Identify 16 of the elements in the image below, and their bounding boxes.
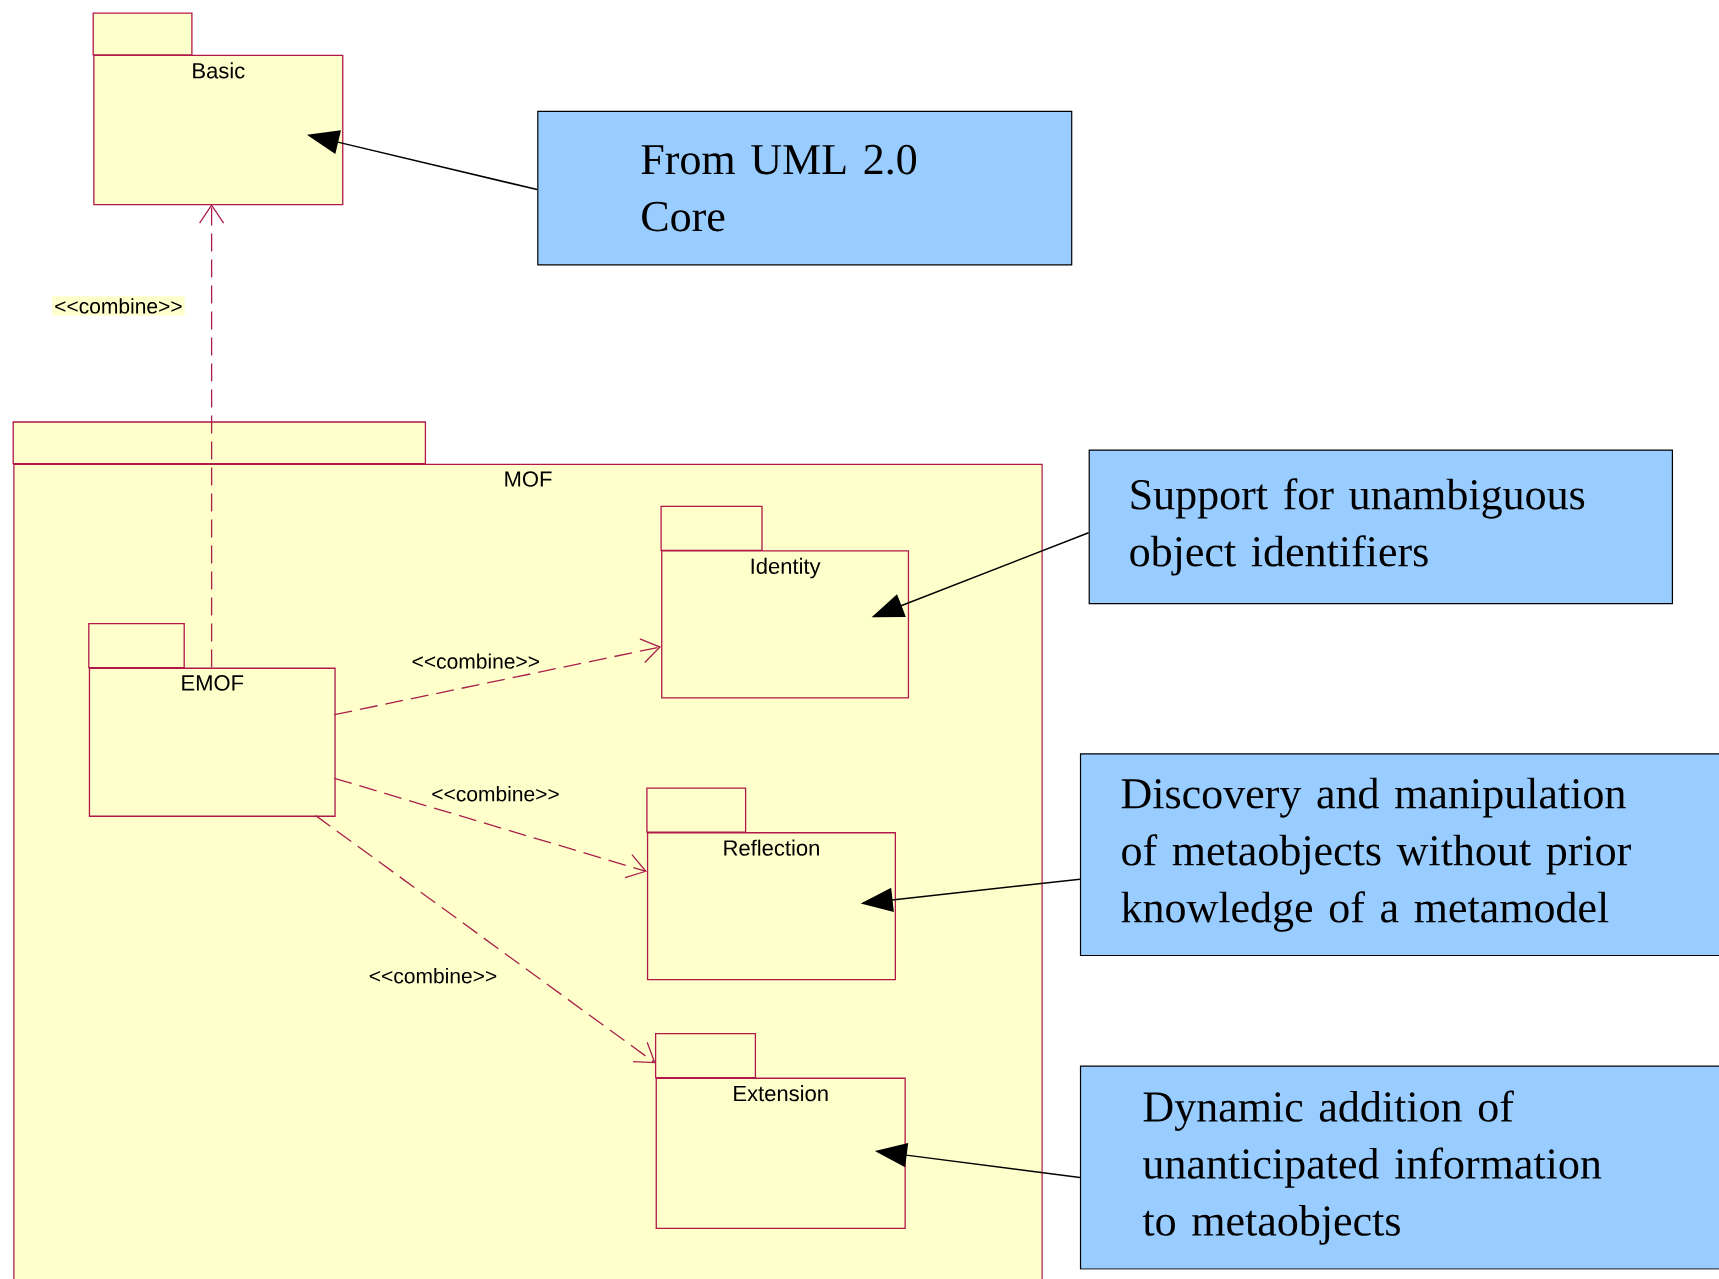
dependency-arrow (333, 777, 647, 879)
package-box: Identity (660, 505, 910, 699)
dependency-arrow (315, 814, 656, 1064)
callout-box: Discovery and manipulation of metaobjects without prior knowledge of a metamodel (1079, 753, 1719, 957)
callout-box: From UML 2.0 Core (537, 110, 1073, 266)
callout-box: Support for unambiguous object identifiers (1088, 449, 1673, 605)
callout-box: Dynamic addition of unanticipated information to metaobjects (1079, 1065, 1719, 1270)
edge-label: <<combine>> (52, 296, 185, 316)
edge-label: <<combine>> (429, 784, 562, 804)
package-box: Extension (654, 1033, 906, 1230)
dependency-arrow (333, 638, 662, 716)
edge-label: <<combine>> (409, 651, 542, 671)
package-box: Basic (92, 12, 344, 206)
package-box: Reflection (646, 787, 896, 981)
dependency-arrow (198, 203, 225, 669)
package-box: EMOF (88, 623, 336, 817)
